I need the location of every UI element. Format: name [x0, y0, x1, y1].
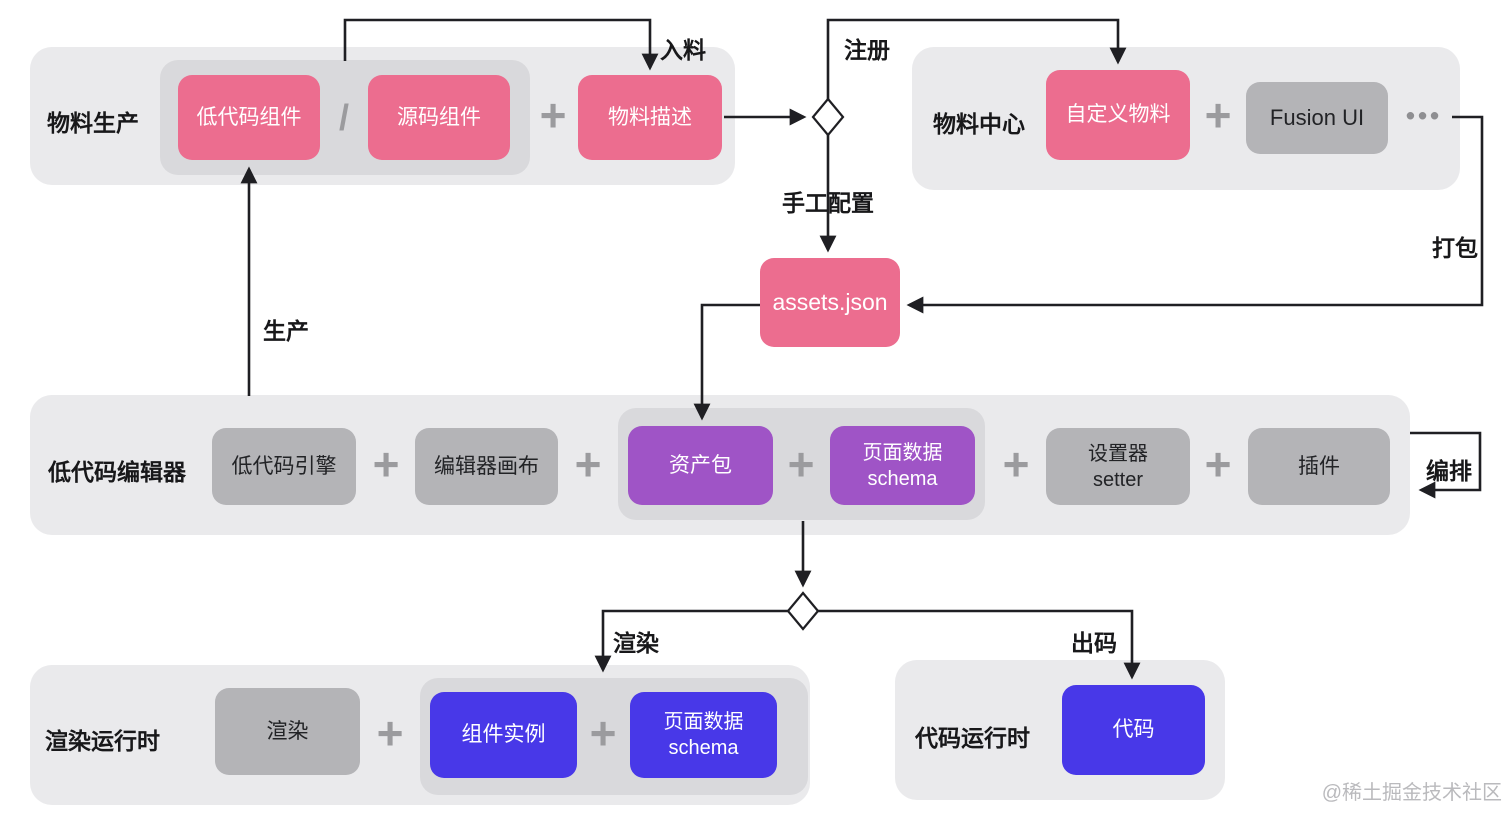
node-source-component-label: 源码组件 — [397, 105, 481, 129]
node-page-schema-editor: 页面数据 schema — [830, 426, 975, 505]
node-page-schema-editor-line1: 页面数据 — [862, 441, 943, 464]
node-plugin-label: 插件 — [1298, 454, 1340, 478]
label-lowcode-editor: 低代码编辑器 — [48, 459, 186, 485]
node-setter-line1: 设置器 — [1088, 442, 1148, 465]
node-page-schema-editor-line2: schema — [867, 467, 938, 490]
diamond-junction-top — [811, 97, 845, 137]
node-asset-package-label: 资产包 — [669, 453, 732, 477]
slash-operator: / — [338, 97, 350, 138]
node-fusion-ui-label: Fusion UI — [1269, 104, 1365, 130]
node-setter-line2: setter — [1092, 468, 1144, 491]
node-lowcode-engine: 低代码引擎 — [212, 428, 356, 505]
node-code: 代码 — [1062, 685, 1205, 775]
node-custom-material: 自定义物料 — [1046, 70, 1190, 160]
plus-operator: + — [1204, 89, 1232, 141]
edge-label-manual-config: 手工配置 — [782, 190, 874, 216]
node-page-schema-runtime-line2: schema — [668, 737, 739, 759]
edge-label-outcode: 出码 — [1071, 630, 1117, 656]
edge-label-package: 打包 — [1432, 235, 1478, 261]
node-render: 渲染 — [215, 688, 360, 775]
plus-operator: + — [376, 707, 404, 759]
watermark: @稀土掘金技术社区 — [1321, 782, 1502, 804]
node-editor-canvas-label: 编辑器画布 — [434, 454, 539, 478]
node-fusion-ui: Fusion UI — [1246, 82, 1388, 154]
ellipsis-icon: ••• — [1405, 100, 1443, 131]
node-material-description: 物料描述 — [578, 75, 722, 160]
node-component-instance-label: 组件实例 — [461, 723, 546, 747]
node-assets-json-label: assets.json — [772, 288, 888, 315]
edge-label-ingest: 入料 — [660, 37, 706, 63]
plus-operator: + — [589, 707, 617, 759]
plus-operator: + — [574, 438, 602, 490]
node-setter: 设置器 setter — [1046, 428, 1190, 505]
label-material-production: 物料生产 — [47, 110, 139, 136]
plus-operator: + — [539, 89, 567, 141]
diamond-junction-bottom — [786, 591, 820, 631]
edge-label-orchestrate: 编排 — [1426, 458, 1472, 484]
node-material-description-label: 物料描述 — [608, 105, 692, 129]
edge-label-render: 渲染 — [613, 630, 659, 656]
node-plugin: 插件 — [1248, 428, 1390, 505]
node-lowcode-engine-label: 低代码引擎 — [231, 454, 337, 478]
node-page-schema-runtime: 页面数据 schema — [630, 692, 777, 778]
label-render-runtime: 渲染运行时 — [45, 728, 160, 754]
node-lowcode-component-label: 低代码组件 — [196, 105, 302, 129]
node-editor-canvas: 编辑器画布 — [415, 428, 558, 505]
plus-operator: + — [1002, 438, 1030, 490]
node-lowcode-component: 低代码组件 — [178, 75, 320, 160]
node-assets-json: assets.json — [760, 258, 900, 347]
edge-label-produce: 生产 — [263, 318, 309, 344]
node-code-label: 代码 — [1112, 718, 1155, 742]
node-component-instance: 组件实例 — [430, 692, 577, 778]
node-render-label: 渲染 — [266, 719, 309, 743]
label-code-runtime: 代码运行时 — [915, 725, 1030, 751]
plus-operator: + — [787, 438, 815, 490]
node-source-component: 源码组件 — [368, 75, 510, 160]
node-custom-material-label: 自定义物料 — [1065, 103, 1171, 127]
plus-operator: + — [1204, 438, 1232, 490]
plus-operator: + — [372, 438, 400, 490]
label-material-center: 物料中心 — [933, 111, 1025, 137]
node-page-schema-runtime-line1: 页面数据 — [663, 711, 744, 733]
node-asset-package: 资产包 — [628, 426, 773, 505]
edge-label-register: 注册 — [844, 37, 890, 63]
